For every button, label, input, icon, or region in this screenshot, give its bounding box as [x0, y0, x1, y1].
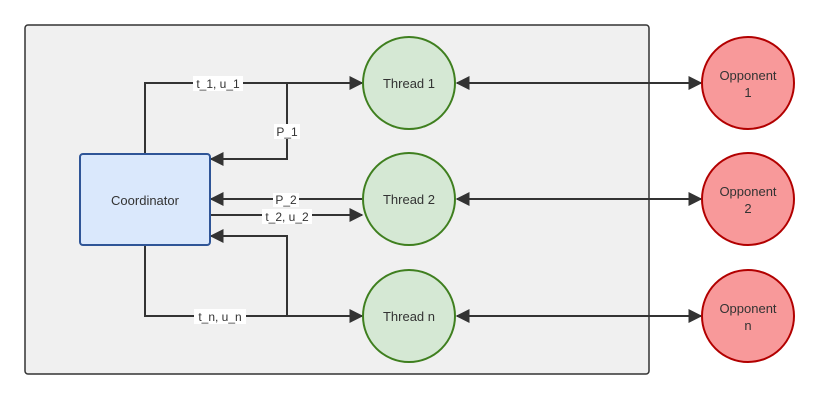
- edge-label-from-thread-2: P_2: [275, 193, 297, 207]
- thread-node-2: Thread 2: [362, 152, 456, 246]
- coordinator-label: Coordinator: [111, 193, 180, 208]
- edge-to-thread-n: [144, 245, 364, 323]
- thread-node-1: Thread 1: [362, 36, 456, 130]
- opponent-label: Opponent: [719, 301, 776, 316]
- edge-to-thread-1: [144, 76, 364, 154]
- thread-node-n: Thread n: [362, 269, 456, 363]
- opponent-number: 2: [744, 201, 751, 216]
- opponent-node-1: Opponent 1: [701, 36, 795, 130]
- edge-label-to-thread-1: t_1, u_1: [196, 77, 240, 91]
- coordinator-node: Coordinator: [79, 153, 211, 246]
- opponent-node-n: Opponent n: [701, 269, 795, 363]
- opponent-node-2: Opponent 2: [701, 152, 795, 246]
- thread-label: Thread 2: [383, 192, 435, 207]
- edge-label-to-thread-2: t_2, u_2: [265, 210, 309, 224]
- edge-labels: t_1, u_1 P_1 P_2 t_2, u_2 t_n, u_n: [193, 76, 312, 324]
- opponent-number: 1: [744, 85, 751, 100]
- opponent-label: Opponent: [719, 68, 776, 83]
- thread-label: Thread n: [383, 309, 435, 324]
- thread-label: Thread 1: [383, 76, 435, 91]
- edge-label-from-thread-1: P_1: [276, 125, 298, 139]
- edge-from-thread-n: [209, 229, 288, 316]
- opponent-number: n: [744, 318, 751, 333]
- edge-from-thread-1: [209, 83, 288, 166]
- edge-label-to-thread-n: t_n, u_n: [198, 310, 241, 324]
- opponent-label: Opponent: [719, 184, 776, 199]
